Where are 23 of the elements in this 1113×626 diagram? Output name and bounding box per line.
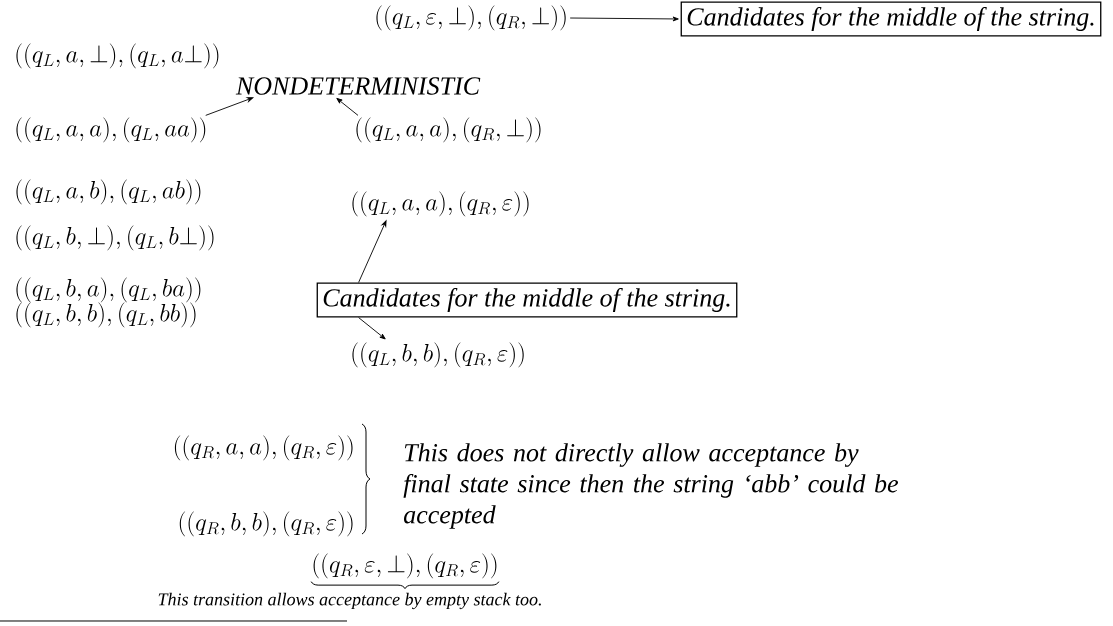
note-text: This does not directly allow acceptance by final state since then the string ‘abb’ could be accepted bbox=[403, 443, 898, 529]
transition-formula: $((q_L,b,b),(q_R,\varepsilon))$ bbox=[352, 342, 524, 368]
arrow bbox=[336, 97, 359, 116]
transition-formula: $((q_R,\varepsilon,\bot),(q_R,\varepsilon))$ bbox=[313, 553, 497, 579]
transition-formula: $((q_L,b,a),(q_L,ba))$ bbox=[16, 277, 201, 303]
transition-formula: $((q_R,a,a),(q_R,\varepsilon))$ bbox=[174, 435, 353, 461]
transition-formula: $((q_L,b,\bot),(q_L,b\bot))$ bbox=[16, 225, 214, 251]
transition-formula: $((q_L,a,a),(q_L,aa))$ bbox=[16, 117, 206, 143]
transition-formula: $((q_L,a,b),(q_L,ab))$ bbox=[16, 179, 201, 205]
arrow bbox=[358, 317, 386, 340]
transition-formula: $((q_L,\varepsilon,\bot),(q_R,\bot))$ bbox=[376, 5, 566, 31]
arrow bbox=[358, 220, 387, 283]
heading-text: NONDETERMINISTIC bbox=[235, 77, 481, 95]
arrow bbox=[205, 97, 254, 116]
transition-formula: $((q_L,a,a),(q_R,\varepsilon))$ bbox=[352, 191, 529, 217]
transition-formula: $((q_R,b,b),(q_R,\varepsilon))$ bbox=[179, 511, 353, 537]
text-box: Candidates for the middle of the string. bbox=[680, 1, 1102, 37]
arrow bbox=[569, 16, 679, 22]
text-box: Candidates for the middle of the string. bbox=[316, 282, 738, 318]
transition-formula: $((q_L,a,\bot),(q_L,a\bot))$ bbox=[16, 43, 219, 69]
transition-formula: $((q_L,b,b),(q_L,bb))$ bbox=[16, 302, 196, 328]
note-text: This transition allows acceptance by empty stack too. bbox=[158, 592, 541, 610]
transition-formula: $((q_L,a,a),(q_R,\bot))$ bbox=[356, 117, 541, 143]
